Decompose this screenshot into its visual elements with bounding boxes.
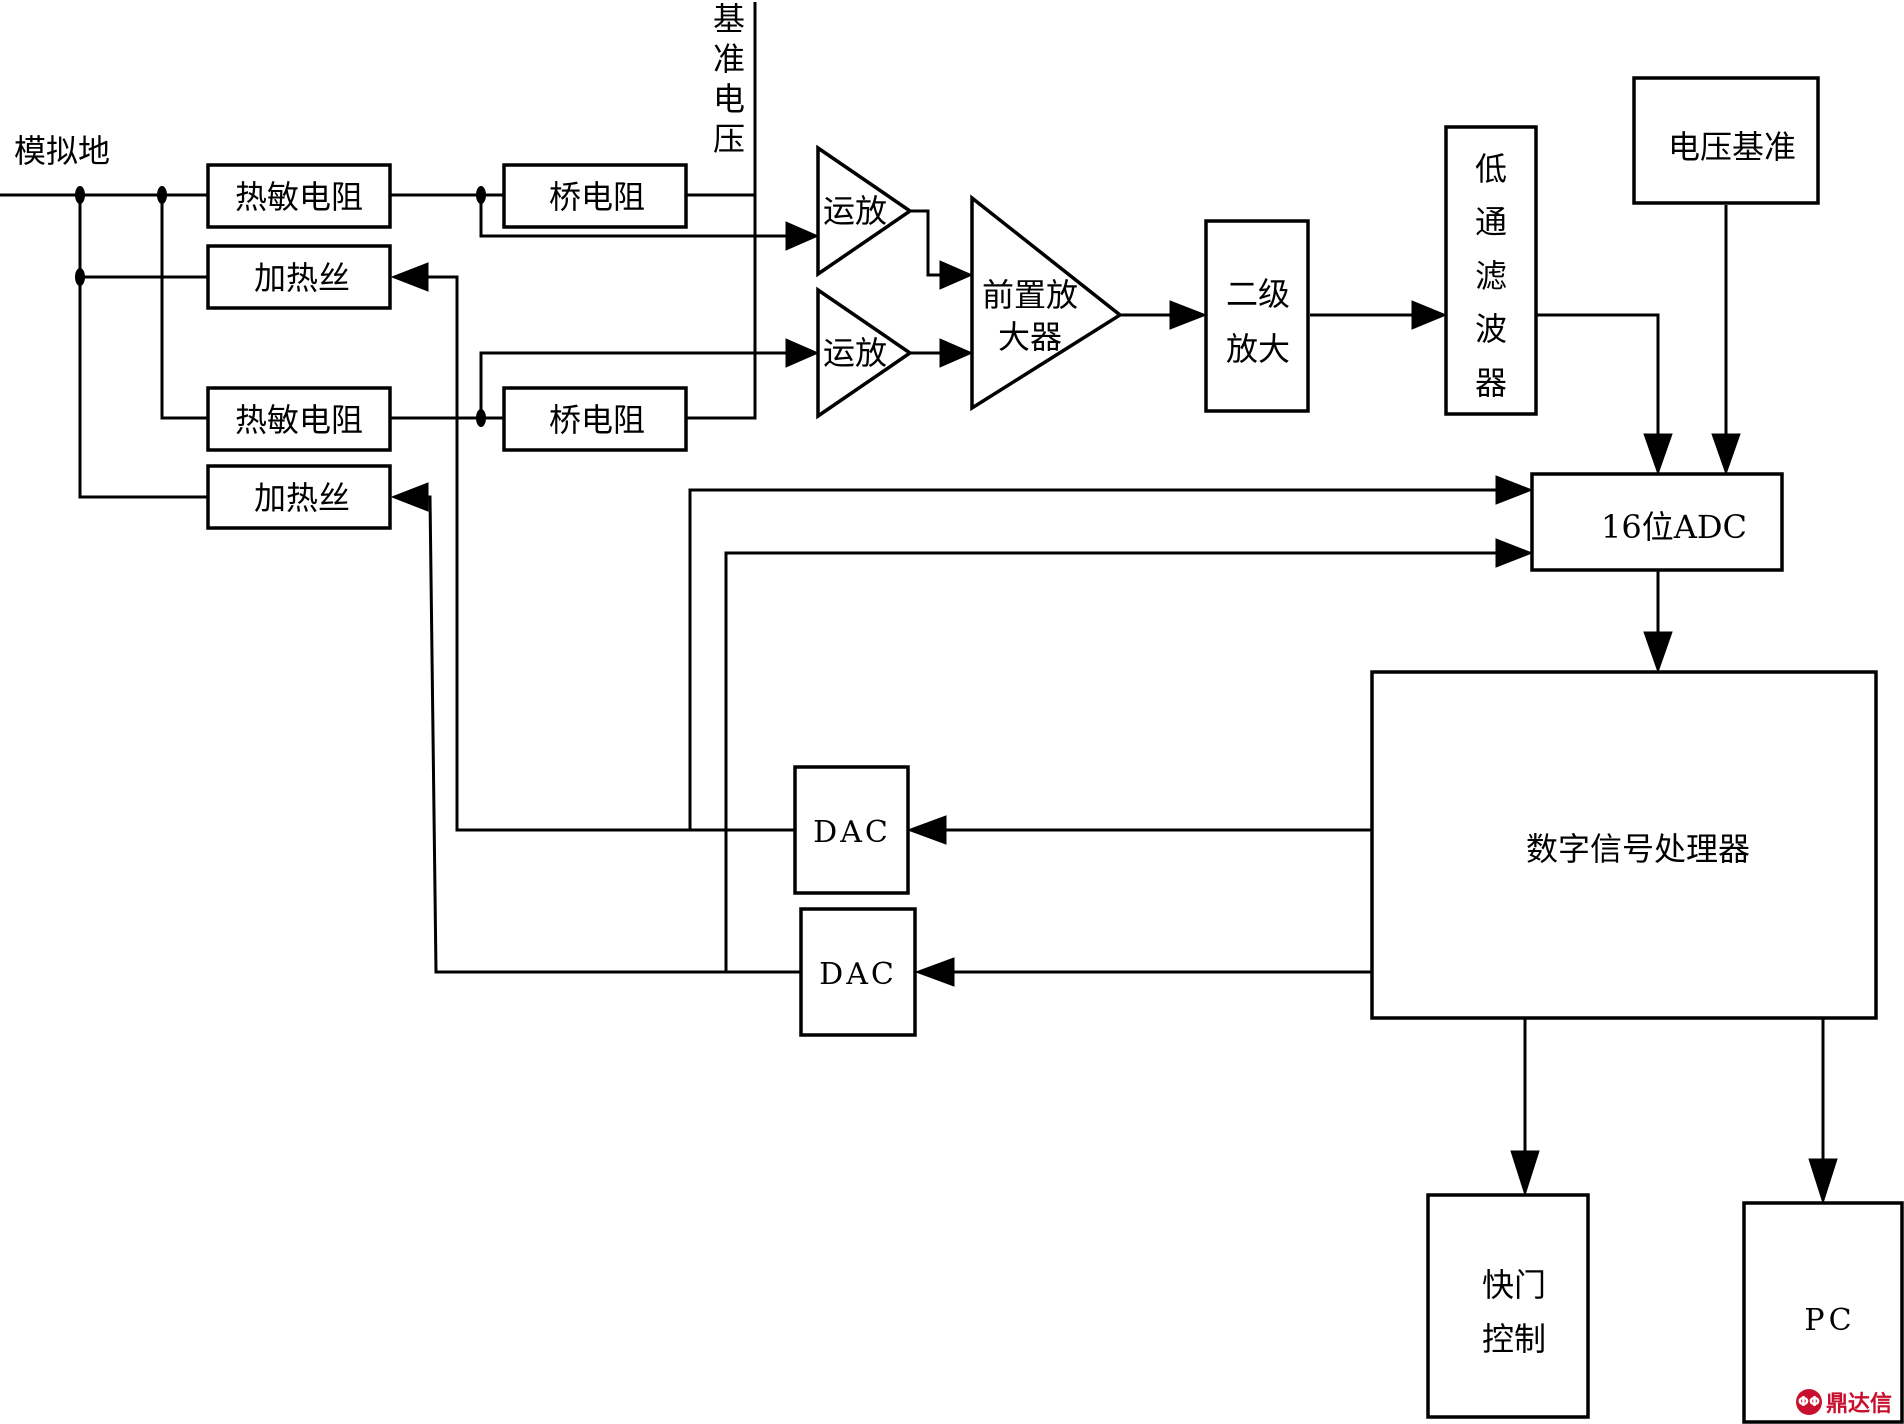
arrowheads xyxy=(390,221,1838,1205)
heater-bottom-box xyxy=(206,464,392,530)
lowpass-label-1: 低 xyxy=(1475,150,1507,188)
preamp-label-line1: 前置放 xyxy=(982,276,1078,314)
adc-box xyxy=(1530,472,1784,572)
adc-label: 16位ADC xyxy=(1601,508,1747,546)
dac-top-feedback-to-adc xyxy=(688,488,1500,830)
thermistor-top-label: 热敏电阻 xyxy=(235,178,363,216)
dac-top-box xyxy=(793,765,910,895)
opamp-bottom-label: 运放 xyxy=(823,334,887,372)
reference-voltage-char-2: 准 xyxy=(713,40,745,78)
dac-bottom-label: DAC xyxy=(819,957,897,992)
voltage-reference-box xyxy=(1632,76,1820,205)
lowpass-to-adc xyxy=(1535,313,1660,438)
second-stage-label-line2: 放大 xyxy=(1226,330,1290,368)
ground-bus-right xyxy=(160,195,208,420)
bridge-bottom-label: 桥电阻 xyxy=(549,401,645,439)
lowpass-label-5: 器 xyxy=(1475,364,1507,402)
free-labels: 模拟地 基 准 电 压 xyxy=(14,0,745,170)
arrow-into-heater-top xyxy=(390,262,429,292)
watermark-text: 鼎达信 xyxy=(1825,1392,1892,1417)
junction-ground-3 xyxy=(75,268,85,286)
thermistor-top-box xyxy=(206,163,392,229)
lowpass-label-3: 滤 xyxy=(1475,257,1507,295)
reference-voltage-line xyxy=(686,2,757,420)
pc-label: PC xyxy=(1804,1303,1855,1338)
heater-top-label: 加热丝 xyxy=(254,259,350,297)
junction-bridge-top xyxy=(476,186,486,204)
opamp-top xyxy=(816,144,914,278)
opamp-bottom xyxy=(816,286,914,420)
arrow-into-opamp-bottom xyxy=(785,338,820,368)
shutter-label-line2: 控制 xyxy=(1482,1320,1546,1358)
dac-top-to-heater-top xyxy=(418,275,795,832)
arrow-into-dac-top xyxy=(906,815,947,845)
analog-ground-label: 模拟地 xyxy=(14,132,110,170)
junctions xyxy=(75,186,486,427)
bridge-top-label: 桥电阻 xyxy=(549,178,645,216)
dsp-label: 数字信号处理器 xyxy=(1526,830,1750,868)
dac-top-label: DAC xyxy=(813,815,891,850)
arrow-into-adc-from-vref xyxy=(1711,433,1741,476)
node-to-opamp-bottom xyxy=(479,351,790,418)
preamp xyxy=(970,194,1124,412)
thermistor-bottom-label: 热敏电阻 xyxy=(235,401,363,439)
arrow-into-adc-feedback-top xyxy=(1495,475,1534,505)
arrow-into-preamp-bottom xyxy=(939,338,974,368)
wires xyxy=(0,2,1825,1163)
second-stage-box xyxy=(1204,219,1310,413)
junction-ground-1 xyxy=(75,186,85,204)
opamp-top-label: 运放 xyxy=(823,192,887,230)
reference-voltage-char-1: 基 xyxy=(713,0,745,38)
heater-bottom-label: 加热丝 xyxy=(254,479,350,517)
arrow-into-preamp-top xyxy=(939,260,974,290)
opamp-top-to-preamp xyxy=(910,209,945,277)
arrow-into-second-stage xyxy=(1169,300,1208,330)
arrow-into-opamp-top xyxy=(785,221,820,251)
thermistor-bottom-box xyxy=(206,386,392,452)
arrow-into-dsp xyxy=(1643,631,1673,674)
second-stage-label-line1: 二级 xyxy=(1226,275,1290,313)
arrow-into-shutter xyxy=(1510,1150,1540,1197)
arrow-into-lowpass xyxy=(1411,300,1448,330)
arrow-into-dac-bottom xyxy=(914,957,955,987)
lowpass-box xyxy=(1444,125,1538,416)
shutter-label-line1: 快门 xyxy=(1482,1266,1546,1304)
blocks: 热敏电阻 加热丝 热敏电阻 加热丝 桥电阻 桥电阻 运放 运放 前置放 大器 二… xyxy=(206,76,1904,1424)
dac-bottom-box xyxy=(799,907,917,1037)
lowpass-label-4: 波 xyxy=(1475,310,1507,348)
ground-bus-left xyxy=(78,195,208,499)
reference-voltage-char-3: 电 xyxy=(713,80,745,118)
junction-bridge-bottom xyxy=(476,409,486,427)
node-to-opamp-top xyxy=(479,195,790,238)
bridge-bottom-box xyxy=(502,386,688,452)
dac-bottom-to-heater-bottom xyxy=(418,495,801,974)
dac-bottom-feedback-to-adc xyxy=(724,551,1500,972)
watermark-logo: ΦΦ 鼎达信 xyxy=(1795,1386,1892,1418)
arrow-into-heater-bottom xyxy=(390,482,429,512)
arrow-into-adc-feedback-bottom xyxy=(1495,538,1534,568)
arrow-into-pc xyxy=(1808,1158,1838,1205)
shutter-control-box xyxy=(1426,1193,1590,1419)
preamp-label-line2: 大器 xyxy=(998,318,1062,356)
dsp-box xyxy=(1370,670,1878,1020)
arrow-into-adc-from-lowpass xyxy=(1643,433,1673,476)
watermark-mark-icon: ΦΦ xyxy=(1795,1389,1822,1415)
reference-voltage-char-4: 压 xyxy=(713,120,745,158)
lowpass-label-2: 通 xyxy=(1475,203,1507,241)
heater-top-box xyxy=(206,244,392,310)
pc-box xyxy=(1742,1201,1904,1424)
junction-ground-2 xyxy=(157,186,167,204)
voltage-reference-label: 电压基准 xyxy=(1668,128,1796,166)
bridge-top-box xyxy=(502,163,688,229)
